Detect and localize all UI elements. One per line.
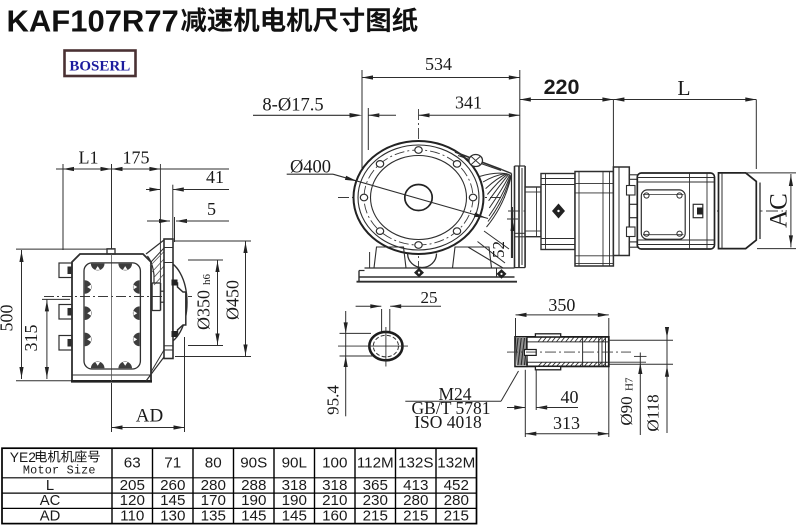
svg-text:215: 215 bbox=[363, 507, 388, 524]
svg-text:80: 80 bbox=[205, 455, 222, 472]
svg-text:190: 190 bbox=[282, 492, 307, 509]
svg-text:H7: H7 bbox=[624, 377, 636, 391]
svg-text:190: 190 bbox=[241, 492, 266, 509]
svg-text:210: 210 bbox=[322, 492, 347, 509]
svg-text:318: 318 bbox=[282, 477, 307, 494]
svg-text:175: 175 bbox=[123, 148, 150, 168]
svg-text:25: 25 bbox=[421, 288, 438, 307]
svg-text:41: 41 bbox=[206, 167, 224, 187]
svg-text:315: 315 bbox=[21, 325, 41, 352]
svg-text:8-Ø17.5: 8-Ø17.5 bbox=[262, 96, 323, 116]
svg-text:135: 135 bbox=[201, 507, 226, 524]
svg-text:215: 215 bbox=[444, 507, 469, 524]
svg-text:365: 365 bbox=[363, 477, 388, 494]
svg-text:90S: 90S bbox=[240, 455, 267, 472]
svg-text:Motor Size: Motor Size bbox=[23, 463, 96, 477]
svg-text:BOSERL: BOSERL bbox=[69, 58, 130, 74]
svg-text:71: 71 bbox=[164, 455, 181, 472]
svg-text:260: 260 bbox=[160, 477, 185, 494]
svg-text:288: 288 bbox=[241, 477, 266, 494]
svg-text:Ø118: Ø118 bbox=[644, 394, 663, 431]
svg-text:M24: M24 bbox=[438, 384, 471, 404]
svg-text:280: 280 bbox=[403, 492, 428, 509]
svg-text:AD: AD bbox=[40, 508, 61, 524]
svg-text:341: 341 bbox=[455, 93, 482, 113]
svg-text:Ø400: Ø400 bbox=[290, 158, 331, 178]
svg-text:500: 500 bbox=[0, 305, 16, 332]
svg-text:L1: L1 bbox=[79, 148, 99, 168]
svg-text:313: 313 bbox=[553, 413, 580, 433]
svg-text:132S: 132S bbox=[398, 455, 433, 472]
svg-text:112M: 112M bbox=[357, 455, 394, 472]
svg-text:452: 452 bbox=[444, 477, 469, 494]
svg-text:280: 280 bbox=[444, 492, 469, 509]
svg-text:YE2: YE2 bbox=[10, 450, 36, 465]
svg-text:GB/T 5781: GB/T 5781 bbox=[412, 398, 491, 418]
svg-text:280: 280 bbox=[201, 477, 226, 494]
svg-text:Ø350: Ø350 bbox=[194, 290, 214, 330]
svg-text:170: 170 bbox=[201, 492, 226, 509]
svg-text:145: 145 bbox=[160, 492, 185, 509]
svg-text:534: 534 bbox=[425, 54, 452, 74]
svg-text:230: 230 bbox=[363, 492, 388, 509]
svg-text:220: 220 bbox=[544, 75, 580, 99]
svg-text:ISO 4018: ISO 4018 bbox=[414, 412, 482, 432]
svg-text:350: 350 bbox=[548, 295, 575, 315]
svg-text:L: L bbox=[46, 478, 54, 494]
svg-text:90L: 90L bbox=[282, 455, 307, 472]
svg-text:205: 205 bbox=[120, 477, 145, 494]
svg-text:130: 130 bbox=[160, 507, 185, 524]
svg-text:145: 145 bbox=[241, 507, 266, 524]
svg-text:413: 413 bbox=[403, 477, 428, 494]
svg-text:145: 145 bbox=[282, 507, 307, 524]
svg-text:95.4: 95.4 bbox=[324, 385, 343, 415]
svg-text:110: 110 bbox=[120, 507, 144, 524]
svg-text:132M: 132M bbox=[437, 455, 475, 472]
svg-text:h6: h6 bbox=[201, 274, 213, 286]
svg-text:AC: AC bbox=[766, 193, 793, 228]
svg-text:120: 120 bbox=[120, 492, 145, 509]
svg-text:AD: AD bbox=[136, 406, 163, 427]
svg-text:160: 160 bbox=[322, 507, 347, 524]
svg-text:KAF107R77: KAF107R77 bbox=[7, 4, 179, 39]
svg-text:52: 52 bbox=[489, 241, 508, 258]
svg-text:40: 40 bbox=[561, 387, 579, 407]
svg-text:63: 63 bbox=[124, 455, 141, 472]
svg-text:5: 5 bbox=[207, 199, 216, 219]
svg-text:215: 215 bbox=[403, 507, 428, 524]
svg-text:Ø450: Ø450 bbox=[223, 280, 243, 320]
svg-text:L: L bbox=[677, 76, 690, 100]
svg-text:318: 318 bbox=[322, 477, 347, 494]
svg-text:100: 100 bbox=[322, 455, 347, 472]
svg-text:Ø90: Ø90 bbox=[617, 396, 636, 425]
svg-text:AC: AC bbox=[40, 493, 61, 509]
